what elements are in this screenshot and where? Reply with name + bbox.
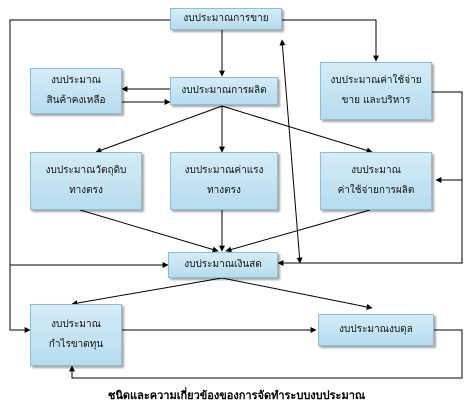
direct-labor-budget-label-2: ทางตรง bbox=[207, 185, 241, 196]
balance-sheet-budget-label: งบประมาณงบดุล bbox=[339, 324, 413, 335]
arrow-sales-to-profit-loss bbox=[9, 19, 170, 333]
direct-labor-budget-node: งบประมาณค่าแรง ทางตรง bbox=[170, 152, 278, 210]
inventory-budget-node: งบประมาณ สินค้าคงเหลือ bbox=[30, 68, 122, 114]
balance-sheet-budget-node: งบประมาณงบดุล bbox=[318, 314, 434, 346]
overhead-budget-label-2: ค่าใช้จ่ายการผลิต bbox=[337, 185, 415, 196]
selling-admin-budget-label-1: งบประมาณค่าใช้จ่าย bbox=[330, 75, 422, 86]
diagram-caption: ชนิดและความเกี่ยวข้องของการจัดทำระบบงบปร… bbox=[107, 389, 366, 402]
arrow-overhead-to-cash bbox=[225, 209, 371, 253]
inventory-budget-label-2: สินค้าคงเหลือ bbox=[46, 95, 106, 106]
direct-material-budget-label-1: งบประมาณวัตถุดิบ bbox=[45, 165, 127, 176]
direct-material-budget-label-2: ทางตรง bbox=[69, 185, 103, 196]
cash-budget-label: งบประมาณเงินสด bbox=[184, 259, 262, 270]
arrow-sales-cash-bidirectional bbox=[279, 39, 303, 264]
selling-admin-budget-label-2: ขาย และบริหาร bbox=[341, 95, 411, 106]
profit-loss-budget-label-1: งบประมาณ bbox=[51, 319, 101, 330]
arrow-right-to-cash bbox=[277, 180, 463, 266]
arrow-cash-to-balance-sheet bbox=[221, 277, 373, 310]
profit-loss-budget-node: งบประมาณ กำไรขาดทุน bbox=[30, 304, 122, 366]
arrow-production-to-material bbox=[95, 105, 223, 153]
direct-labor-budget-label-1: งบประมาณค่าแรง bbox=[184, 165, 264, 176]
direct-material-budget-node: งบประมาณวัตถุดิบ ทางตรง bbox=[30, 152, 142, 210]
inventory-budget-label-1: งบประมาณ bbox=[51, 75, 101, 86]
selling-admin-budget-node: งบประมาณค่าใช้จ่าย ขาย และบริหาร bbox=[320, 62, 432, 120]
arrow-cash-to-profit-loss bbox=[71, 277, 223, 307]
arrow-selling-admin-to-overhead bbox=[432, 91, 463, 183]
arrow-balance-sheet-to-profit-loss bbox=[69, 329, 463, 379]
overhead-budget-label-1: งบประมาณ bbox=[351, 165, 401, 176]
profit-loss-budget-label-2: กำไรขาดทุน bbox=[48, 339, 104, 350]
sales-budget-label: งบประมาณการขาย bbox=[183, 13, 269, 24]
arrow-material-to-cash bbox=[79, 209, 219, 253]
production-budget-node: งบประมาณการผลิต bbox=[170, 77, 278, 105]
overhead-budget-node: งบประมาณ ค่าใช้จ่ายการผลิต bbox=[320, 152, 432, 210]
production-budget-label: งบประมาณการผลิต bbox=[181, 85, 267, 96]
sales-budget-node: งบประมาณการขาย bbox=[170, 8, 282, 30]
arrow-sales-to-selling-admin bbox=[282, 19, 379, 62]
cash-budget-node: งบประมาณเงินสด bbox=[168, 252, 278, 278]
